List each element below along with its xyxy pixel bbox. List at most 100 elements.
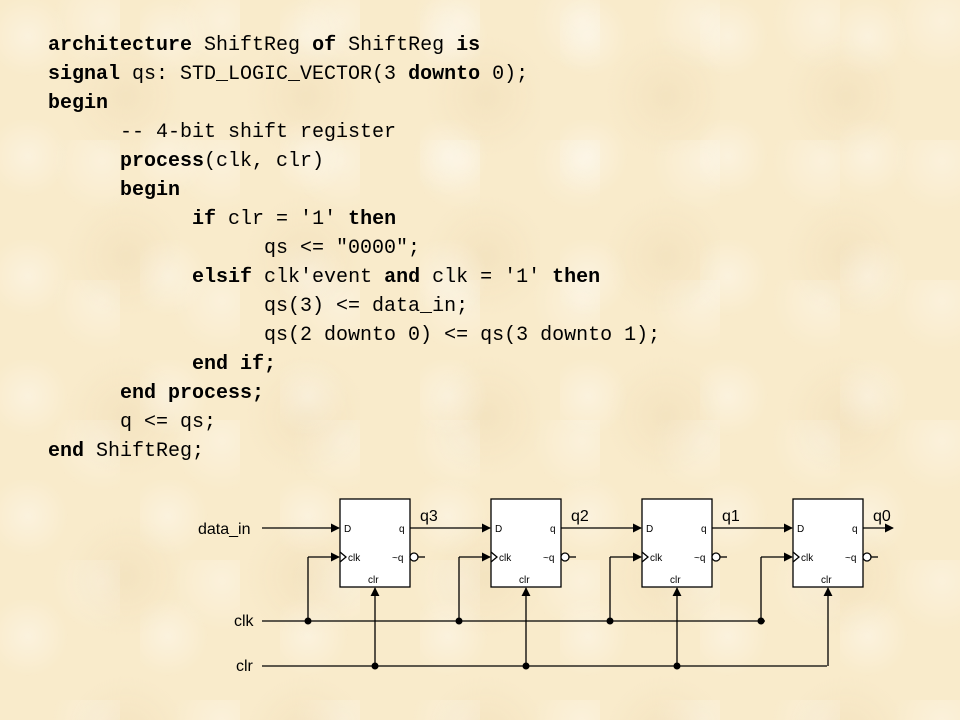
code-text: ShiftReg	[192, 34, 313, 57]
code-line: elsif clk'event and clk = '1' then	[48, 263, 660, 292]
code-line: qs(2 downto 0) <= qs(3 downto 1);	[48, 321, 660, 350]
code-keyword: and	[384, 266, 421, 289]
pin-clr-label: clr	[368, 575, 379, 586]
clr-junction-dot	[522, 662, 530, 670]
code-keyword: then	[552, 266, 601, 289]
inversion-bubble	[711, 552, 721, 562]
code-keyword: elsif	[192, 266, 253, 289]
code-keyword: signal	[48, 63, 121, 86]
code-line: -- 4-bit shift register	[48, 118, 660, 147]
code-line: signal qs: STD_LOGIC_VECTOR(3 downto 0);	[48, 60, 660, 89]
code-text: -- 4-bit shift register	[48, 121, 397, 144]
code-line: begin	[48, 89, 660, 118]
output-label: q2	[571, 508, 589, 525]
code-keyword: end process;	[120, 382, 265, 405]
code-text: (clk, clr)	[204, 150, 325, 173]
code-keyword: end if;	[192, 353, 277, 376]
flip-flop-box	[792, 498, 864, 588]
code-keyword: of	[312, 34, 337, 57]
data-in-label: data_in	[198, 521, 251, 538]
code-keyword: then	[348, 208, 397, 231]
code-keyword: downto	[408, 63, 481, 86]
output-label: q3	[420, 508, 438, 525]
code-line: begin	[48, 176, 660, 205]
code-line: q <= qs;	[48, 408, 660, 437]
code-text: qs(2 downto 0) <= qs(3 downto 1);	[48, 324, 661, 347]
flip-flop-box	[339, 498, 411, 588]
code-line: end ShiftReg;	[48, 437, 660, 466]
code-line: if clr = '1' then	[48, 205, 660, 234]
clr-input-label: clr	[236, 658, 254, 675]
pin-clr-label: clr	[670, 575, 681, 586]
clock-edge-symbol	[490, 551, 499, 563]
pin-q-label: q	[550, 524, 556, 535]
clk-junction-dot	[304, 617, 312, 625]
code-text: clk = '1'	[420, 266, 553, 289]
clk-junction-dot	[455, 617, 463, 625]
clock-edge-symbol	[792, 551, 801, 563]
pin-nq-label: ~q	[392, 553, 403, 564]
clock-edge-symbol	[641, 551, 650, 563]
code-text: ShiftReg	[336, 34, 457, 57]
code-line: qs <= "0000";	[48, 234, 660, 263]
code-line: architecture ShiftReg of ShiftReg is	[48, 31, 660, 60]
inversion-bubble	[560, 552, 570, 562]
pin-q-label: q	[399, 524, 405, 535]
pin-q-label: q	[852, 524, 858, 535]
code-text	[48, 150, 120, 173]
code-keyword: architecture	[48, 34, 193, 57]
code-text	[48, 266, 192, 289]
code-text	[48, 382, 120, 405]
pin-d-label: D	[646, 524, 653, 535]
code-keyword: begin	[48, 92, 109, 115]
pin-clk-label: clk	[348, 553, 361, 564]
pin-d-label: D	[344, 524, 351, 535]
pin-d-label: D	[495, 524, 502, 535]
inversion-bubble	[409, 552, 419, 562]
clk-junction-dot	[606, 617, 614, 625]
pin-clk-label: clk	[801, 553, 814, 564]
code-keyword: end	[48, 440, 85, 463]
clk-input-label: clk	[234, 613, 255, 630]
code-text: 0);	[480, 63, 529, 86]
code-line: process(clk, clr)	[48, 147, 660, 176]
code-text: qs(3) <= data_in;	[48, 295, 469, 318]
clr-junction-dot	[673, 662, 681, 670]
pin-q-label: q	[701, 524, 707, 535]
pin-nq-label: ~q	[694, 553, 705, 564]
code-text	[48, 353, 192, 376]
code-text: qs <= "0000";	[48, 237, 421, 260]
pin-clr-label: clr	[821, 575, 832, 586]
code-line: end process;	[48, 379, 660, 408]
pin-clk-label: clk	[650, 553, 663, 564]
output-label: q1	[722, 508, 740, 525]
output-label: q0	[873, 508, 891, 525]
code-text: clr = '1'	[216, 208, 349, 231]
code-keyword: if	[192, 208, 217, 231]
clock-edge-symbol	[339, 551, 348, 563]
code-keyword: is	[456, 34, 481, 57]
inversion-bubble	[862, 552, 872, 562]
pin-nq-label: ~q	[845, 553, 856, 564]
clk-junction-dot	[757, 617, 765, 625]
code-text	[48, 208, 192, 231]
code-line: end if;	[48, 350, 660, 379]
code-text: q <= qs;	[48, 411, 217, 434]
pin-nq-label: ~q	[543, 553, 554, 564]
code-keyword: begin	[120, 179, 181, 202]
code-keyword: process	[120, 150, 205, 173]
flip-flop-box	[641, 498, 713, 588]
code-line: qs(3) <= data_in;	[48, 292, 660, 321]
clr-junction-dot	[371, 662, 379, 670]
code-text: qs: STD_LOGIC_VECTOR(3	[120, 63, 409, 86]
pin-clk-label: clk	[499, 553, 512, 564]
code-text: clk'event	[252, 266, 385, 289]
pin-d-label: D	[797, 524, 804, 535]
flip-flop-box	[490, 498, 562, 588]
code-text	[48, 179, 120, 202]
pin-clr-label: clr	[519, 575, 530, 586]
code-text: ShiftReg;	[84, 440, 205, 463]
